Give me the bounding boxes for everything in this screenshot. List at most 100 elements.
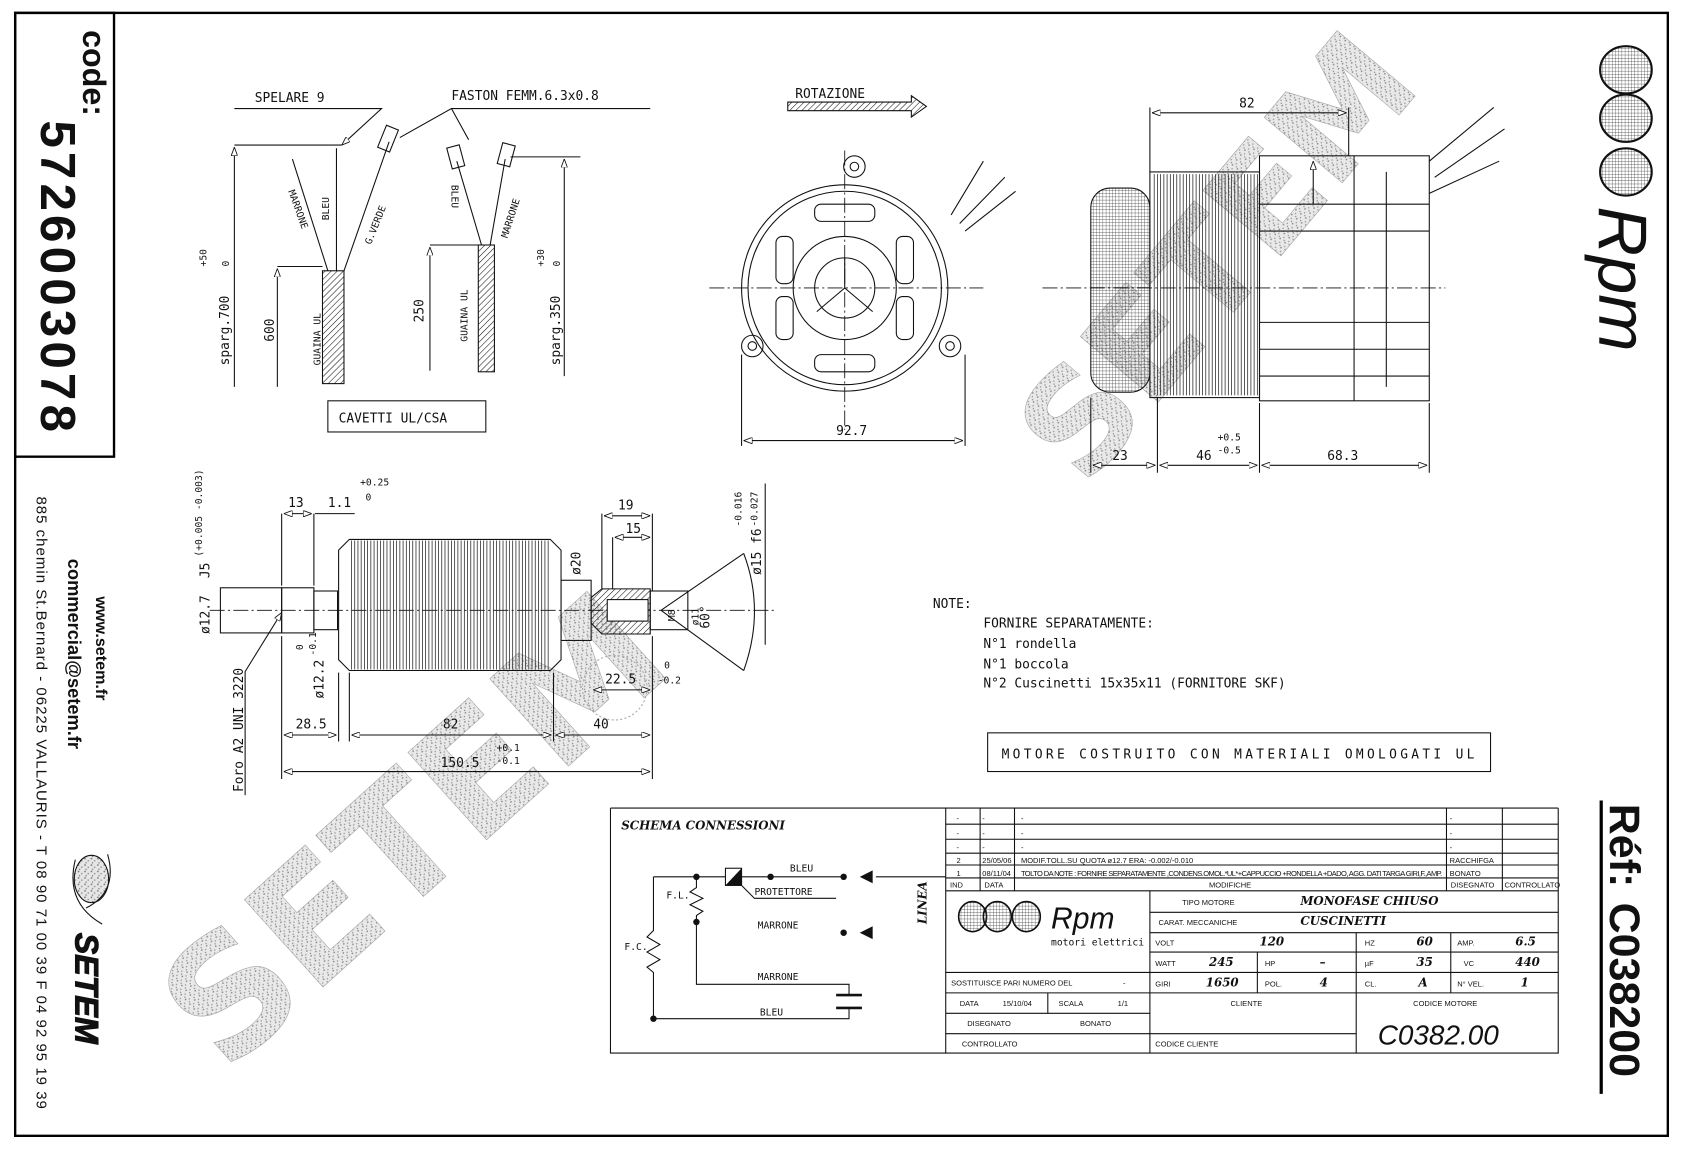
- length-600-label: 600: [263, 318, 278, 341]
- dim-dia12-2-tol-low: -0.1: [308, 632, 319, 655]
- volt-label: VOLT: [1155, 939, 1174, 948]
- rpm-coil-logo-icon: [1599, 45, 1653, 197]
- notes-title: NOTE:: [933, 597, 972, 612]
- dim-thread: M8: [667, 609, 678, 621]
- giri-label: GIRI: [1155, 979, 1170, 988]
- mod-ind: -: [956, 814, 959, 823]
- data-value: 15/10/04: [1003, 999, 1032, 1008]
- dim-angle: 60°: [698, 605, 713, 628]
- nvel-label: N° VEL.: [1457, 979, 1484, 988]
- scala-value: 1/1: [1118, 999, 1128, 1008]
- side-dim-b-tol-up: +0.5: [1218, 433, 1241, 444]
- mod-date: -: [982, 829, 985, 838]
- wire-green-label: G.VERDE: [363, 204, 389, 246]
- note-line: N°1 boccola: [983, 657, 1068, 672]
- dim-1-1: 1.1: [328, 496, 351, 511]
- dim-dia15: ø15 f6: [750, 528, 765, 575]
- schema-protector: PROTETTORE: [754, 887, 812, 898]
- dim-dia11: ø11: [691, 608, 702, 626]
- schema-line: LINEA: [915, 881, 929, 925]
- setem-logo-text: SETEM: [68, 933, 104, 1045]
- length-250-label: 250: [412, 299, 427, 322]
- cl-label: CL.: [1365, 979, 1377, 988]
- schema-fc: F.C.: [624, 942, 647, 953]
- sparg-700-tol-up: +50: [198, 249, 209, 267]
- dim-19: 19: [618, 498, 634, 513]
- carat-label: CARAT. MECCANICHE: [1158, 918, 1237, 927]
- setem-bird-logo-icon: [72, 854, 111, 925]
- strip-label: SPELARE 9: [255, 91, 325, 106]
- pol-label: POL.: [1265, 979, 1282, 988]
- code-number: 5726003078: [30, 120, 85, 432]
- motor-front-view: ROTAZIONE 92.7: [709, 87, 1016, 446]
- controllato-label: CONTROLLATO: [962, 1040, 1018, 1049]
- dim-total-tol-low: -0.1: [497, 756, 520, 767]
- ref-code: C038200: [1600, 903, 1648, 1077]
- codice-cliente-label: CODICE CLIENTE: [1155, 1040, 1218, 1049]
- title-logo-sub: motori elettrici: [1051, 938, 1144, 949]
- website: www.setem.fr: [92, 595, 110, 701]
- sostituisce-label: SOSTITUISCE PARI NUMERO DEL: [951, 978, 1072, 987]
- mod-ind: 1: [956, 869, 960, 878]
- mod-date: -: [982, 814, 985, 823]
- wire-brown-right-label: MARRONE: [500, 197, 523, 239]
- pol-value: 4: [1320, 975, 1328, 989]
- sparg-700-label: sparg.700: [218, 296, 233, 366]
- mod-by: BONATO: [1450, 869, 1481, 878]
- dim-22-5-tol-low: -0.2: [658, 675, 681, 686]
- side-dim-b: 46: [1196, 449, 1212, 464]
- dim-dia12-7: ø12.7: [199, 595, 214, 634]
- dim-dia15-tol-up: -0.016: [734, 491, 745, 526]
- hp-value: –: [1320, 955, 1326, 969]
- side-dim-b-tol-low: -0.5: [1218, 445, 1241, 456]
- mod-by: -: [1450, 829, 1453, 838]
- dim-22-5: 22.5: [605, 672, 636, 687]
- uf-label: µF: [1365, 959, 1374, 968]
- dim-j5: J5: [199, 563, 214, 579]
- notes: NOTE: FORNIRE SEPARATAMENTE: N°1 rondell…: [933, 597, 1492, 773]
- hz-value: 60: [1416, 935, 1433, 949]
- cliente-label: CLIENTE: [1230, 999, 1262, 1008]
- mod-desc: MODIF.TOLL.SU QUOTA ø12.7 ERA: -0.002/-0…: [1021, 856, 1193, 865]
- dim-1-1-tol-up: +0.25: [360, 478, 389, 489]
- dim-total: 150.5: [441, 756, 480, 771]
- code-box: [13, 11, 116, 458]
- mod-date: -: [982, 843, 985, 852]
- sparg-700-tol-low: 0: [221, 260, 232, 266]
- dim-j5-tol: (+0.005 -0.003): [194, 469, 205, 556]
- email: commercial@setem.fr: [64, 559, 85, 749]
- schema-brown-mid: MARRONE: [758, 920, 799, 931]
- mod-desc: -: [1021, 829, 1024, 838]
- mod-date: 08/11/04: [982, 869, 1011, 878]
- mod-date: 25/05/06: [982, 856, 1011, 865]
- hp-label: HP: [1265, 959, 1275, 968]
- sheath-label-left: GUAINA UL: [312, 313, 323, 366]
- amp-label: AMP.: [1457, 939, 1474, 948]
- faston-label: FASTON FEMM.6.3x0.8: [451, 89, 598, 104]
- cables-box-label: CAVETTI UL/CSA: [339, 411, 448, 426]
- dim-28-5: 28.5: [296, 718, 327, 733]
- mod-ind: 2: [956, 856, 960, 865]
- schema-brown-low: MARRONE: [758, 972, 799, 983]
- mod-header-desc: MODIFICHE: [1209, 881, 1251, 890]
- schema-fl: F.L.: [666, 890, 689, 901]
- mod-header-ctrl: CONTROLLATO: [1505, 881, 1561, 890]
- nvel-value: 1: [1521, 975, 1529, 989]
- ul-materials-box: MOTORE COSTRUITO CON MATERIALI OMOLOGATI…: [1002, 748, 1475, 763]
- vc-label: VC: [1464, 959, 1475, 968]
- rotor-drawing: 13 1.1 +0.25 0 19 15 ø20 ø12.7 J5 (+0.00…: [194, 469, 774, 796]
- codice-motore-label: CODICE MOTORE: [1413, 999, 1477, 1008]
- disegnato-label: DISEGNATO: [967, 1019, 1011, 1028]
- right-panel: Rpm Réf: C038200: [1584, 45, 1661, 1094]
- cl-value: A: [1418, 975, 1428, 989]
- mod-by: RACCHIFGA: [1450, 856, 1494, 865]
- giri-value: 1650: [1206, 975, 1240, 989]
- rotation-label: ROTAZIONE: [795, 87, 865, 102]
- watt-value: 245: [1208, 955, 1234, 969]
- mod-desc: TOLTO DA NOTE : FORNIRE SEPARATAMENTE ,C…: [1021, 869, 1442, 878]
- mod-by: -: [1450, 814, 1453, 823]
- page-border: [13, 11, 1670, 1137]
- dim-40: 40: [593, 718, 609, 733]
- dim-13: 13: [288, 496, 304, 511]
